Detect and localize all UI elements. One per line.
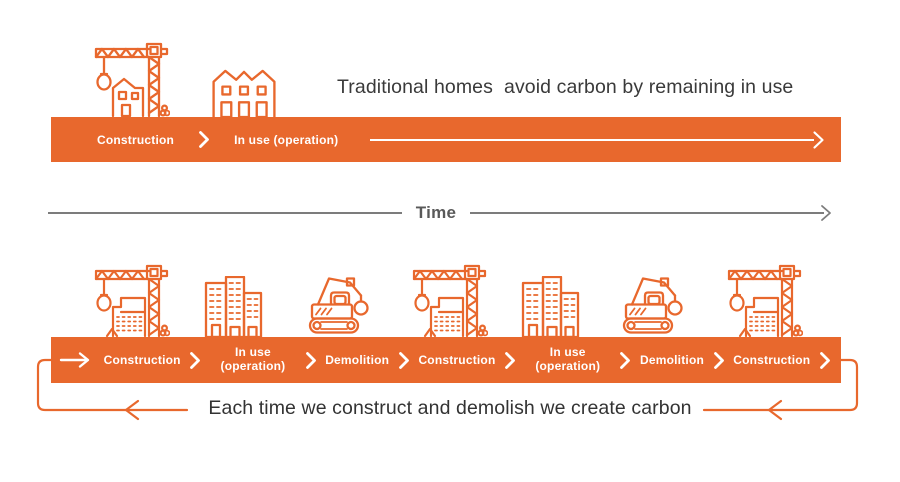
top-process-bar: Construction In use (operation) [51, 117, 841, 162]
time-axis-label: Time [415, 203, 457, 222]
traditional-house-icon [210, 67, 278, 118]
demolition-excavator-icon [305, 270, 373, 337]
city-buildings-icon [521, 276, 581, 338]
crane-building-construction-icon [92, 263, 170, 338]
stage-label-in-use: In use (operation) [535, 345, 601, 373]
arrow-head-icon [813, 130, 824, 149]
time-axis-line-right [470, 212, 825, 214]
demolition-excavator-icon [619, 270, 687, 337]
stage-label-in-use: In use (operation) [234, 132, 339, 147]
crane-house-construction-icon [92, 41, 170, 118]
chevron-separator-icon [620, 351, 631, 369]
chevron-separator-icon [398, 351, 409, 369]
stage-label-demolition: Demolition [640, 353, 704, 367]
chevron-separator-icon [190, 351, 201, 369]
stage-label-demolition: Demolition [325, 353, 390, 367]
bottom-caption: Each time we construct and demolish we c… [208, 397, 692, 419]
continuous-use-arrow-line [370, 138, 814, 141]
stage-label-construction: Construction [733, 353, 811, 367]
chevron-separator-icon [199, 131, 209, 148]
cycle-loop-arrows [36, 358, 859, 421]
crane-building-construction-icon [410, 263, 488, 338]
chevron-separator-icon [713, 351, 724, 369]
city-buildings-icon [204, 276, 264, 338]
stage-label-construction: Construction [103, 353, 181, 367]
stage-label-construction: Construction [418, 353, 496, 367]
chevron-separator-icon [505, 351, 516, 369]
crane-building-construction-icon [725, 263, 803, 338]
time-axis: Time [48, 202, 832, 224]
time-axis-line-left [48, 212, 402, 214]
cycle-entry-arrow-icon [59, 352, 90, 368]
chevron-separator-icon [305, 351, 316, 369]
time-arrow-head-icon [821, 205, 831, 221]
stage-label-in-use: In use (operation) [220, 345, 286, 373]
bottom-process-bar: Construction In use (operation) Demoliti… [51, 337, 841, 383]
chevron-separator-icon [820, 351, 830, 369]
stage-label-construction: Construction [97, 132, 175, 147]
top-headline: Traditional homes avoid carbon by remain… [337, 76, 794, 98]
